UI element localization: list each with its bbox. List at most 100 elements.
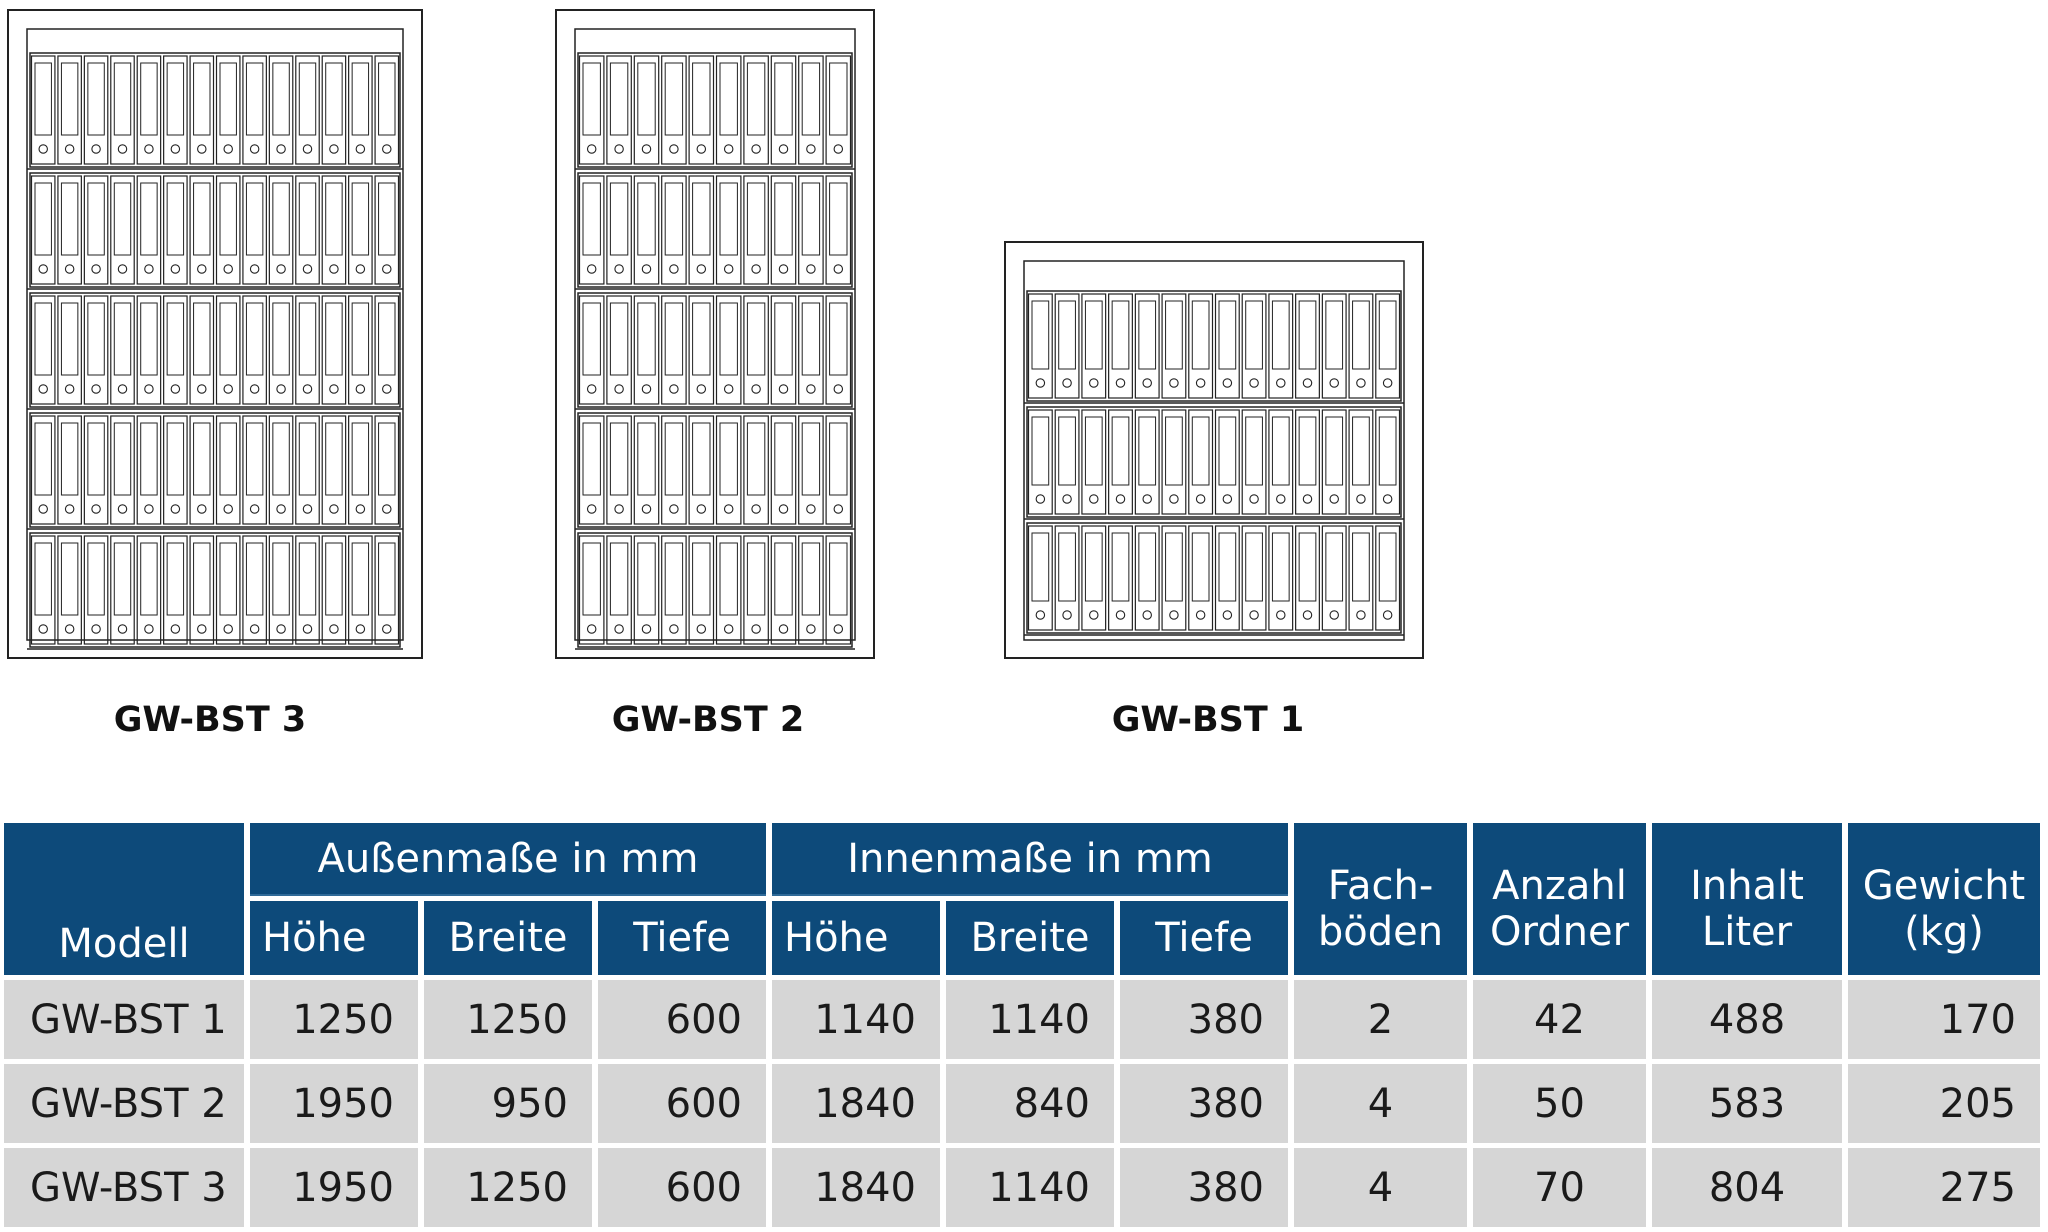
folder-ring: [1115, 378, 1126, 388]
header-weight-line2: (kg): [1904, 909, 1984, 955]
folder-ring: [91, 624, 101, 634]
folder-label: [60, 542, 79, 616]
cell-volume: 804: [1652, 1148, 1842, 1227]
folder: [798, 535, 824, 645]
folder-label: [582, 62, 601, 136]
cell-volume: 583: [1652, 1064, 1842, 1143]
folder-ring: [223, 504, 233, 514]
folder: [1241, 293, 1267, 399]
folder-ring: [329, 624, 339, 634]
folder-ring: [1142, 494, 1152, 504]
folder-ring: [170, 504, 181, 514]
folder-ring: [1142, 610, 1152, 620]
folder-ring: [641, 624, 652, 634]
folder-ring: [1089, 378, 1099, 388]
folder-label: [1058, 416, 1076, 486]
header-shelves-line2: böden: [1317, 909, 1444, 955]
folder: [163, 295, 188, 405]
folder-ring: [1195, 494, 1206, 504]
folder-ring: [117, 624, 128, 634]
shelf: [577, 412, 853, 528]
folder: [57, 535, 82, 645]
folder: [633, 295, 660, 405]
folder-ring: [1115, 610, 1126, 620]
folder-label: [245, 182, 264, 256]
cabinet-outer-frame: [1004, 241, 1424, 659]
folder-label: [801, 542, 821, 616]
folder-label: [140, 302, 158, 376]
folder-label: [113, 542, 132, 616]
folder-label: [637, 302, 656, 376]
folder-ring: [778, 264, 789, 274]
folder: [1108, 293, 1133, 399]
cell-model: GW-BST 1: [4, 980, 244, 1059]
folder-ring: [1169, 494, 1179, 504]
folder-label: [1245, 300, 1263, 370]
folder: [30, 175, 56, 285]
folder: [189, 535, 215, 645]
folder: [242, 175, 267, 285]
folder: [374, 295, 400, 405]
folder: [268, 55, 294, 165]
folder: [374, 55, 400, 165]
folder: [743, 175, 769, 285]
folder: [770, 175, 797, 285]
folder-label: [245, 422, 264, 496]
table-row: GW-BST 1 1250 1250 600 1140 1140 380 2 4…: [4, 980, 2040, 1059]
folder: [825, 175, 852, 285]
folder-ring: [1195, 378, 1206, 388]
folder-ring: [276, 624, 286, 634]
folder-label: [609, 182, 629, 256]
folder-ring: [1302, 610, 1313, 620]
folder-label: [1298, 532, 1317, 602]
folder: [268, 415, 294, 525]
header-volume: Inhalt Liter: [1652, 823, 1842, 975]
folder: [825, 295, 852, 405]
folder-ring: [833, 624, 844, 634]
cell-folders: 50: [1473, 1064, 1646, 1143]
folder-label: [193, 182, 211, 256]
folder-ring: [64, 144, 75, 154]
folder-ring: [806, 504, 816, 514]
folder-ring: [1329, 494, 1339, 504]
folder-label: [1298, 300, 1317, 370]
folder: [743, 55, 769, 165]
folder: [1241, 409, 1267, 515]
folder-label: [1378, 416, 1397, 486]
folder: [1108, 525, 1133, 631]
folder-label: [325, 422, 343, 496]
folder: [770, 55, 797, 165]
folder-label: [664, 422, 684, 496]
folder-label: [166, 542, 185, 616]
folder: [661, 175, 687, 285]
folder: [606, 55, 632, 165]
folder: [215, 415, 241, 525]
folder-ring: [91, 144, 101, 154]
cell-inner-width: 1140: [946, 1148, 1114, 1227]
folder: [348, 295, 373, 405]
cabinet-inner-frame: [1023, 260, 1405, 641]
folder-label: [1245, 532, 1263, 602]
folder-ring: [382, 144, 392, 154]
folder: [136, 55, 162, 165]
folder: [136, 175, 162, 285]
folder: [770, 415, 797, 525]
folder: [688, 175, 715, 285]
cell-inner-depth: 380: [1120, 980, 1288, 1059]
header-outer-width: Breite: [424, 901, 592, 975]
folder: [743, 295, 769, 405]
folder: [633, 175, 660, 285]
shelf: [1026, 290, 1402, 402]
folder-label: [298, 182, 317, 256]
shelf: [577, 52, 853, 168]
folder-ring: [144, 384, 154, 394]
folder-label: [60, 422, 79, 496]
folder: [1295, 409, 1320, 515]
folder-label: [692, 62, 711, 136]
folder-label: [746, 422, 766, 496]
folder: [606, 535, 632, 645]
folder-ring: [751, 264, 761, 274]
folder-label: [609, 302, 629, 376]
cell-inner-depth: 380: [1120, 1148, 1288, 1227]
folder-ring: [276, 384, 286, 394]
